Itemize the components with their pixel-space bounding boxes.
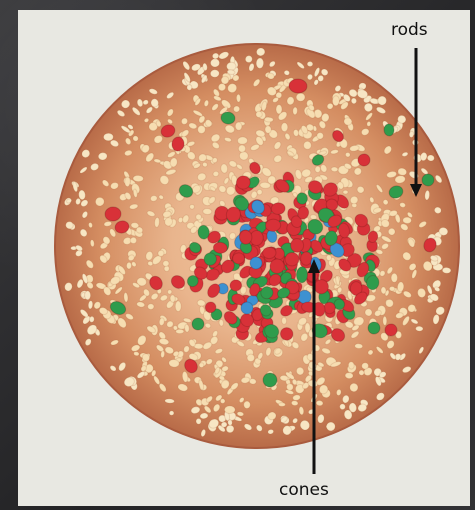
rod-cell [236, 94, 241, 102]
rod-cell [203, 208, 212, 215]
rod-cell [165, 399, 175, 404]
rod-cell [176, 329, 184, 333]
rod-cell [281, 123, 288, 132]
rod-cell [187, 84, 192, 90]
rod-cell [331, 167, 338, 172]
blue-cone [250, 257, 262, 269]
rod-cell [199, 363, 204, 368]
rod-cell [442, 267, 451, 273]
rod-cell [359, 370, 365, 376]
rod-cell [237, 137, 247, 145]
rod-cell [89, 316, 94, 322]
rod-cell [381, 287, 387, 294]
rod-cell [361, 362, 368, 369]
rod-cell [239, 151, 249, 160]
rod-cell [351, 98, 357, 105]
rod-cell [210, 69, 219, 77]
rod-cell [162, 260, 169, 267]
rod-cell [265, 126, 272, 134]
rod-cell [264, 117, 273, 122]
rod-cell [403, 217, 412, 224]
rod-cell [345, 372, 353, 378]
red-cone [232, 252, 245, 264]
rod-cell [378, 96, 387, 105]
rod-cell [212, 53, 219, 60]
rod-cell [424, 190, 430, 200]
rod-cell [200, 413, 209, 420]
cones-label: cones [279, 482, 329, 499]
rod-cell [159, 318, 165, 326]
rod-cell [235, 122, 242, 131]
rod-cell [267, 73, 275, 80]
rod-cell [160, 351, 165, 358]
rod-cell [315, 166, 321, 173]
rod-cell [296, 93, 305, 102]
rod-cell [224, 406, 235, 414]
rod-cell [280, 375, 289, 381]
rod-cell [343, 190, 348, 194]
rod-cell [219, 319, 224, 326]
rod-cell [391, 273, 397, 282]
rod-cell [126, 262, 131, 269]
rod-cell [293, 107, 298, 115]
rod-cell [409, 131, 414, 138]
rod-cell [256, 58, 264, 69]
red-cone [262, 247, 276, 259]
rod-cell [389, 286, 395, 291]
rod-cell [103, 133, 113, 141]
rod-cell [133, 351, 139, 356]
rod-cell [90, 239, 95, 246]
rod-cell [220, 399, 225, 404]
rod-cell [123, 292, 128, 302]
blue-cone [241, 302, 254, 315]
rod-cell [125, 177, 131, 187]
rod-cell [278, 402, 285, 406]
rod-cell [316, 400, 323, 406]
green-cone [296, 267, 307, 283]
rod-cell [367, 121, 372, 126]
rod-cell [169, 411, 174, 416]
rod-cell [244, 401, 251, 408]
rod-cell [88, 300, 93, 309]
rod-cell [256, 111, 263, 117]
rod-cell [281, 317, 286, 324]
rod-cell [175, 301, 181, 312]
rod-cell [170, 295, 176, 303]
rod-cell [130, 237, 137, 244]
rod-cell [332, 96, 339, 106]
rod-cell [210, 59, 219, 67]
rod-cell [355, 343, 363, 348]
rod-cell [184, 324, 189, 332]
rod-cell [307, 61, 313, 66]
rod-cell [348, 361, 355, 369]
rod-cell [148, 304, 154, 310]
rod-cell [299, 406, 305, 415]
rod-cell [85, 291, 91, 300]
green-cone [422, 174, 435, 187]
rod-cell [154, 217, 160, 227]
rod-cell [227, 69, 235, 75]
rod-cell [416, 326, 424, 331]
retina-mosaic-diagram [18, 10, 470, 506]
rod-cell [189, 204, 195, 210]
rods-label: rods [391, 22, 428, 39]
rod-cell [427, 155, 434, 162]
rod-cell [197, 299, 206, 307]
rod-cell [303, 141, 311, 149]
rod-cell [291, 400, 298, 406]
rod-cell [196, 418, 202, 424]
rod-cell [383, 316, 387, 325]
rod-cell [237, 411, 244, 416]
